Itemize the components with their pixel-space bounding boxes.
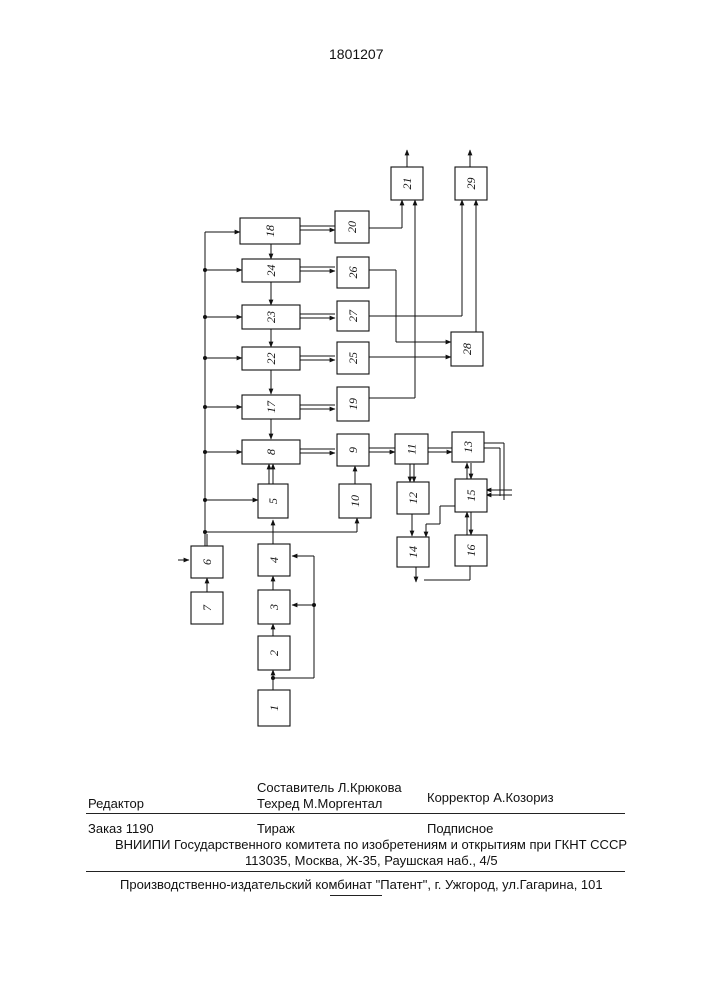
block-8-label: 8 [264, 449, 278, 455]
block-16-label: 16 [464, 545, 478, 557]
block-12: 12 [397, 482, 429, 514]
compiler-line: Составитель Л.Крюкова [257, 780, 402, 795]
block-15: 15 [455, 479, 487, 512]
printer-line: Производственно-издательский комбинат "П… [120, 877, 603, 892]
block-5-label: 5 [266, 498, 280, 504]
block-10-label: 10 [348, 495, 362, 507]
block-17-label: 17 [264, 400, 278, 413]
block-2: 2 [258, 636, 290, 670]
block-20-label: 20 [345, 221, 359, 233]
block-20: 20 [335, 211, 369, 243]
footer-rule-bottom [86, 871, 625, 872]
block-9-label: 9 [346, 447, 360, 453]
block-1-label: 1 [267, 705, 281, 711]
block-14-label: 14 [406, 546, 420, 558]
block-16: 16 [455, 535, 487, 566]
order-line: Заказ 1190 [88, 821, 154, 836]
block-11-label: 11 [405, 443, 419, 454]
block-11: 11 [395, 434, 428, 464]
block-19: 19 [337, 387, 369, 421]
block-23: 23 [242, 305, 300, 329]
footer-short-rule [330, 895, 382, 896]
block-19-label: 19 [346, 398, 360, 410]
block-21-label: 21 [400, 178, 414, 190]
circulation-line: Тираж [257, 821, 295, 836]
address-line: 113035, Москва, Ж-35, Раушская наб., 4/5 [245, 853, 498, 868]
block-27-label: 27 [346, 309, 360, 322]
block-4: 4 [258, 544, 290, 576]
block-17: 17 [242, 395, 300, 419]
block-8: 8 [242, 440, 300, 464]
block-10: 10 [339, 484, 371, 518]
block-21: 21 [391, 167, 423, 200]
block-7-label: 7 [200, 604, 214, 611]
block-22-label: 22 [264, 353, 278, 365]
block-18: 18 [240, 218, 300, 244]
block-15-label: 15 [464, 490, 478, 502]
block-23-label: 23 [264, 311, 278, 323]
block-26: 26 [337, 257, 369, 288]
footer-rule-top [86, 813, 625, 814]
block-13: 13 [452, 432, 484, 462]
block-29-label: 29 [464, 178, 478, 190]
block-3: 3 [258, 590, 290, 624]
block-6-label: 6 [200, 559, 214, 565]
block-3-label: 3 [267, 604, 281, 611]
block-6: 6 [191, 546, 223, 578]
editor-label: Редактор [88, 796, 144, 811]
vniipi-line: ВНИИПИ Государственного комитета по изоб… [115, 837, 627, 852]
block-24-label: 24 [264, 265, 278, 277]
block-4-label: 4 [267, 557, 281, 563]
block-18-label: 18 [263, 225, 277, 237]
block-2-label: 2 [267, 650, 281, 656]
block-13-label: 13 [461, 441, 475, 453]
block-26-label: 26 [346, 267, 360, 279]
techred-line: Техред М.Моргентал [257, 796, 382, 811]
block-24: 24 [242, 259, 300, 282]
subscription-line: Подписное [427, 821, 493, 836]
block-28-label: 28 [460, 343, 474, 355]
corrector-line: Корректор А.Козориз [427, 790, 554, 805]
block-14: 14 [397, 537, 429, 567]
block-22: 22 [242, 347, 300, 370]
block-9: 9 [337, 434, 369, 466]
block-7: 7 [191, 592, 223, 624]
block-5: 5 [258, 484, 288, 518]
block-25-label: 25 [346, 352, 360, 364]
block-27: 27 [337, 301, 369, 331]
block-29: 29 [455, 167, 487, 200]
block-25: 25 [337, 342, 369, 374]
block-1: 1 [258, 690, 290, 726]
block-28: 28 [451, 332, 483, 366]
block-12-label: 12 [406, 492, 420, 504]
